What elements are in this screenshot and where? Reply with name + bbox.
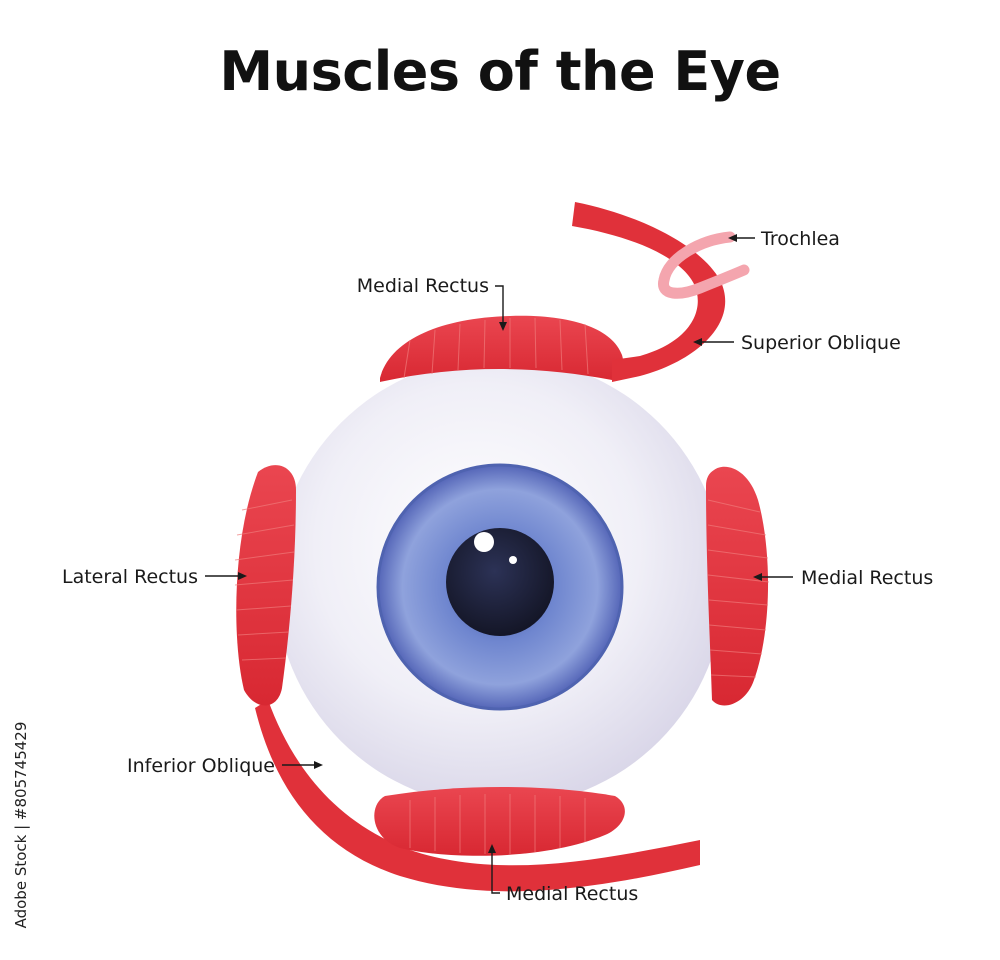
watermark-text: Adobe Stock | #805745429 xyxy=(12,721,30,929)
bottom-rectus-muscle xyxy=(374,786,625,856)
top-rectus-striations xyxy=(403,317,589,379)
lateral-rectus-striations xyxy=(234,499,295,661)
label-trochlea: Trochlea xyxy=(760,228,840,250)
inferior-oblique-muscle xyxy=(255,700,700,892)
label-superior-oblique: Superior Oblique xyxy=(741,332,901,354)
pupil xyxy=(446,528,554,636)
label-right-rectus: Medial Rectus xyxy=(801,567,933,589)
label-lateral-rectus: Lateral Rectus xyxy=(62,566,198,588)
trochlea xyxy=(658,231,750,299)
leader-lines xyxy=(205,234,793,894)
pupil-highlight-small xyxy=(509,556,517,564)
label-inferior-oblique: Inferior Oblique xyxy=(127,755,275,777)
label-bottom-rectus: Medial Rectus xyxy=(506,883,638,905)
stock-watermark: Adobe Stock | #805745429 xyxy=(6,700,36,950)
right-rectus-striations xyxy=(707,499,770,678)
right-rectus-muscle xyxy=(706,466,769,706)
lateral-rectus-muscle xyxy=(236,465,296,706)
top-rectus-muscle xyxy=(380,315,624,382)
iris-ring xyxy=(376,463,624,711)
pupil-highlight-large xyxy=(474,532,494,552)
diagram-title: Muscles of the Eye xyxy=(219,40,781,103)
bottom-rectus-striations xyxy=(409,794,586,854)
label-top-rectus: Medial Rectus xyxy=(357,275,489,297)
